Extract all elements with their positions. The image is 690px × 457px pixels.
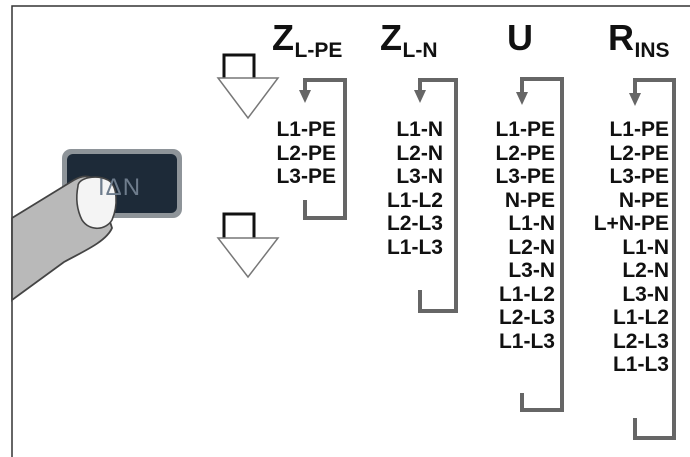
- list-item: L2-L3: [612, 329, 669, 353]
- list-item: L1-N: [622, 235, 669, 259]
- column-title-rins: RINS: [608, 17, 670, 62]
- list-item: L1-L2: [386, 188, 443, 212]
- cycle-loop-icon: [303, 77, 676, 440]
- column-title-u: U: [507, 17, 533, 58]
- list-item: L2-L3: [498, 306, 555, 329]
- list-item: L1-L3: [498, 329, 555, 353]
- step-down-arrow-icon: [216, 212, 280, 279]
- list-item: L1-L3: [386, 235, 443, 259]
- step-down-arrow-icon: [216, 53, 280, 120]
- list-item: L2-N: [396, 141, 443, 165]
- column-title-zln: ZL-N: [380, 17, 438, 62]
- column-items-rins: L1-PE L2-PE L3-PE N-PE L+N-PE L1-N L2-N …: [594, 118, 669, 377]
- list-item: L1-L2: [612, 306, 669, 329]
- list-item: L3-N: [622, 282, 669, 306]
- list-item: L1-L3: [612, 353, 669, 376]
- list-item: L2-PE: [609, 141, 669, 165]
- frame-border: [11, 5, 690, 457]
- list-item: L2-N: [508, 235, 555, 259]
- column-title-zlpe: ZL-PE: [272, 17, 343, 62]
- column-items-u: L1-PE L2-PE L3-PE N-PE L1-N L2-N L3-N L1…: [495, 118, 555, 353]
- list-item: L3-PE: [276, 165, 336, 188]
- list-item: L2-PE: [495, 141, 555, 165]
- list-item: N-PE: [618, 188, 669, 212]
- key-label: IΔN: [98, 174, 142, 201]
- list-item: L+N-PE: [593, 212, 669, 235]
- list-item: L1-N: [396, 118, 443, 141]
- list-item: L1-N: [508, 212, 555, 235]
- list-item: L1-PE: [609, 118, 669, 141]
- list-item: L2-N: [622, 259, 669, 282]
- cycle-loop-arrowheads: [299, 90, 641, 106]
- column-items-zlpe: L1-PE L2-PE L3-PE: [276, 118, 336, 189]
- list-item: L3-N: [508, 259, 555, 282]
- list-item: L3-PE: [495, 165, 555, 188]
- list-item: L2-PE: [276, 141, 336, 165]
- list-item: L1-PE: [276, 118, 336, 141]
- list-item: L1-L2: [498, 282, 555, 306]
- finger-icon: [11, 149, 182, 302]
- list-item: L3-PE: [609, 165, 669, 188]
- list-item: N-PE: [504, 188, 555, 212]
- list-item: L1-PE: [495, 118, 555, 141]
- list-item: L2-L3: [386, 212, 443, 235]
- list-item: L3-N: [396, 165, 443, 188]
- column-items-zln: L1-N L2-N L3-N L1-L2 L2-L3 L1-L3: [387, 118, 443, 259]
